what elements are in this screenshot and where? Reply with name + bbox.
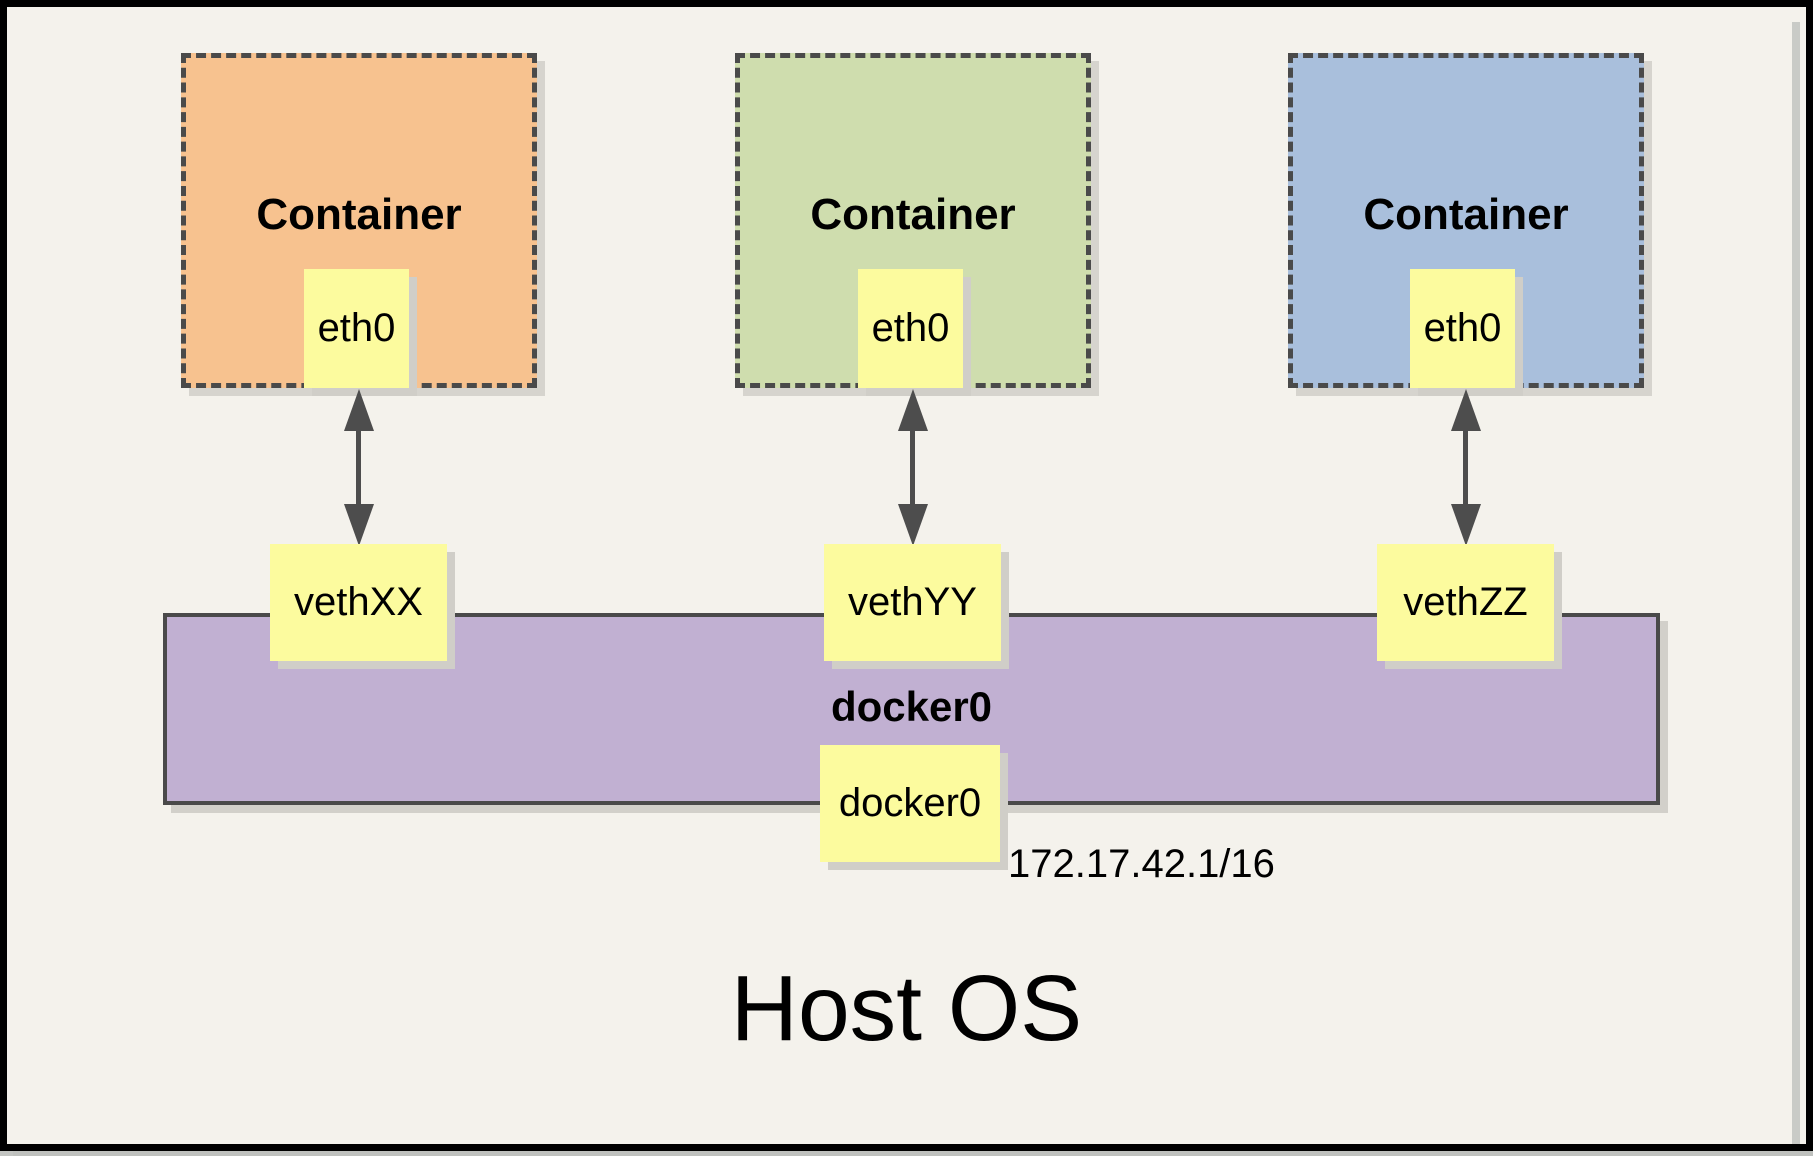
veth-label: vethXX — [294, 580, 423, 624]
eth0-label: eth0 — [317, 306, 396, 350]
eth0-label: eth0 — [1423, 306, 1502, 350]
eth0-interface-box-2: eth0 — [858, 269, 963, 388]
arrowhead-down-icon — [898, 504, 928, 546]
frame-shadow-right — [1792, 22, 1800, 1144]
vethyy-interface-box: vethYY — [824, 544, 1001, 661]
frame-shadow-bottom — [13, 1151, 1813, 1156]
arrowhead-down-icon — [1451, 504, 1481, 546]
container-label: Container — [1363, 190, 1569, 239]
veth-label: vethZZ — [1403, 580, 1528, 624]
arrow-shaft — [1463, 415, 1468, 515]
docker0-bridge-label: docker0 — [830, 683, 993, 730]
arrow-shaft — [910, 415, 915, 515]
arrowhead-down-icon — [344, 504, 374, 546]
vethzz-interface-box: vethZZ — [1377, 544, 1554, 661]
container-box-1: Container — [181, 53, 537, 388]
veth-label: vethYY — [848, 580, 977, 624]
eth0-interface-box-1: eth0 — [304, 269, 409, 388]
arrow-shaft — [356, 415, 361, 515]
docker0-ip-address: 172.17.42.1/16 — [1008, 842, 1275, 886]
container-label: Container — [810, 190, 1016, 239]
docker0-interface-box: docker0 — [820, 745, 1000, 862]
eth0-label: eth0 — [871, 306, 950, 350]
host-os-title: Host OS — [730, 956, 1083, 1060]
container-label: Container — [256, 190, 462, 239]
eth0-interface-box-3: eth0 — [1410, 269, 1515, 388]
docker0-interface-label: docker0 — [838, 781, 982, 825]
vethxx-interface-box: vethXX — [270, 544, 447, 661]
